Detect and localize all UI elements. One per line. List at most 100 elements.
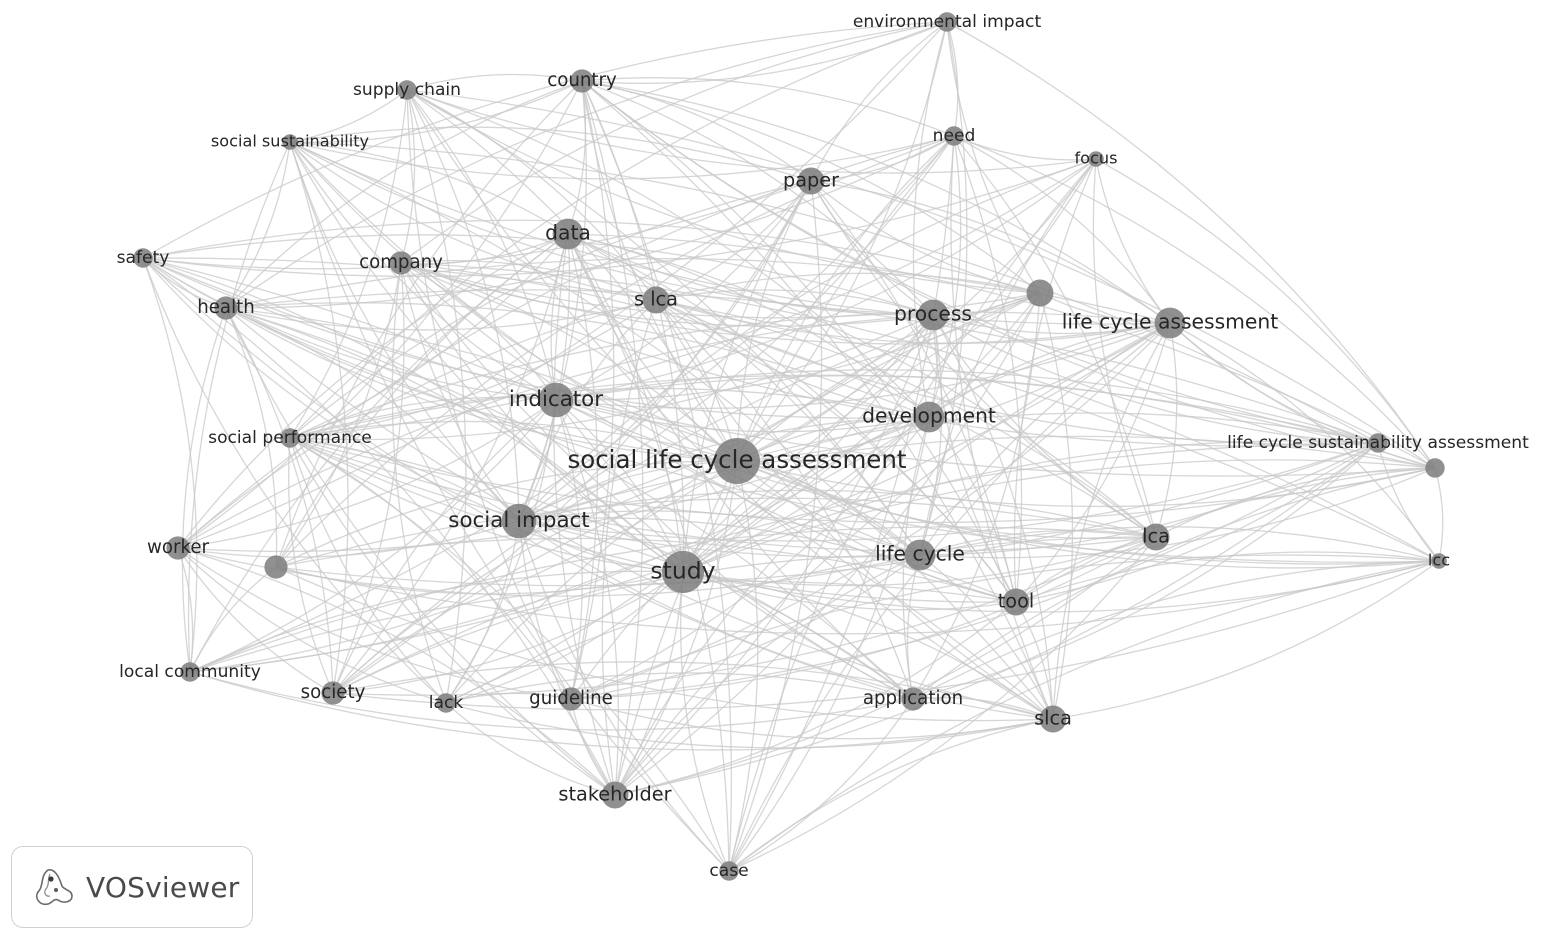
node-unlabeled-2[interactable]: [1026, 279, 1054, 307]
node-unlabeled-3[interactable]: [1425, 458, 1445, 478]
network-edge: [289, 21, 948, 439]
label-social-impact: social impact: [448, 508, 589, 533]
node-paper[interactable]: [797, 167, 825, 195]
label-tool: tool: [998, 590, 1035, 613]
node-social-impact[interactable]: [501, 503, 537, 539]
network-edge: [614, 571, 684, 796]
network-edge: [181, 307, 227, 673]
label-life-cycle-assessment: life cycle assessment: [1062, 310, 1278, 334]
network-edge: [289, 437, 914, 700]
network-edge: [1377, 442, 1440, 562]
node-lcc[interactable]: [1431, 553, 1447, 569]
network-edge: [1092, 158, 1157, 538]
node-country[interactable]: [570, 69, 594, 93]
node-life-cycle-assessment[interactable]: [1154, 307, 1186, 339]
label-lcsa: life cycle sustainability assessment: [1227, 433, 1529, 453]
network-edge: [1013, 158, 1097, 603]
node-life-cycle[interactable]: [904, 539, 936, 571]
network-edge: [728, 135, 955, 872]
network-edge: [912, 697, 1054, 720]
network-edge: [1015, 322, 1171, 603]
node-process[interactable]: [917, 299, 949, 331]
node-tool[interactable]: [1002, 588, 1030, 616]
network-edge: [289, 437, 1436, 524]
network-edge: [289, 314, 934, 441]
node-indicator[interactable]: [538, 382, 574, 418]
network-edge: [614, 460, 738, 796]
label-case: case: [709, 861, 748, 881]
network-edge: [912, 442, 1379, 700]
node-company[interactable]: [389, 251, 413, 275]
node-application[interactable]: [901, 687, 925, 711]
node-lcsa[interactable]: [1368, 433, 1388, 453]
node-slca-full[interactable]: [714, 438, 760, 484]
network-edge: [728, 536, 1157, 872]
network-edge: [953, 135, 1157, 538]
network-edge: [142, 257, 1440, 562]
node-data[interactable]: [552, 218, 584, 250]
node-health[interactable]: [214, 296, 238, 320]
node-study[interactable]: [661, 550, 705, 594]
label-stakeholder: stakeholder: [558, 783, 671, 806]
network-edge: [332, 560, 1440, 711]
network-edge: [225, 80, 583, 309]
network-edge: [680, 571, 730, 872]
node-society[interactable]: [321, 681, 345, 705]
network-edge: [142, 180, 812, 270]
node-environmental-impact[interactable]: [937, 12, 957, 32]
network-edge: [406, 89, 1097, 174]
network-edge: [682, 158, 1097, 573]
network-edge: [289, 89, 408, 143]
node-supply-chain[interactable]: [397, 80, 417, 100]
network-edge: [275, 566, 1054, 722]
network-edge: [570, 554, 1440, 700]
network-edge: [289, 437, 730, 872]
network-edge: [189, 671, 1054, 751]
network-edge: [581, 80, 738, 462]
label-local-community: local community: [119, 662, 261, 682]
node-guideline[interactable]: [559, 687, 583, 711]
network-edge: [177, 314, 934, 549]
network-edge: [406, 89, 1436, 469]
network-edge: [225, 307, 278, 568]
network-edge: [682, 536, 1157, 587]
network-edge: [177, 547, 447, 704]
node-s-lca[interactable]: [642, 286, 670, 314]
node-worker[interactable]: [166, 536, 190, 560]
network-edge: [1434, 467, 1444, 562]
node-layer: [133, 12, 1447, 881]
network-edge: [189, 580, 1017, 673]
network-edge: [567, 80, 587, 235]
network-edge: [275, 135, 955, 568]
node-development[interactable]: [913, 401, 945, 433]
network-edge: [518, 416, 930, 522]
node-slca[interactable]: [1039, 705, 1067, 733]
network-edge: [289, 89, 408, 439]
node-need[interactable]: [944, 126, 964, 146]
network-edge: [275, 442, 1379, 587]
network-edge: [187, 141, 291, 673]
label-country: country: [547, 70, 617, 91]
node-safety[interactable]: [133, 248, 153, 268]
label-data: data: [545, 221, 591, 245]
node-case[interactable]: [719, 861, 739, 881]
network-edge: [177, 399, 557, 549]
network-edge: [332, 442, 1379, 694]
network-edge: [177, 135, 955, 549]
network-edge: [142, 219, 1041, 294]
network-edge: [289, 141, 1379, 444]
network-edge: [400, 262, 914, 700]
node-local-community[interactable]: [180, 662, 200, 682]
node-focus[interactable]: [1088, 151, 1104, 167]
node-lca[interactable]: [1142, 523, 1170, 551]
network-edge: [275, 262, 402, 568]
network-edge: [400, 262, 1041, 319]
network-edge: [406, 73, 583, 91]
network-edge: [912, 292, 1041, 700]
node-unlabeled-1[interactable]: [264, 555, 288, 579]
node-social-performance[interactable]: [280, 428, 300, 448]
node-social-sustainability[interactable]: [282, 134, 298, 150]
node-lack[interactable]: [436, 693, 456, 713]
node-stakeholder[interactable]: [601, 781, 629, 809]
